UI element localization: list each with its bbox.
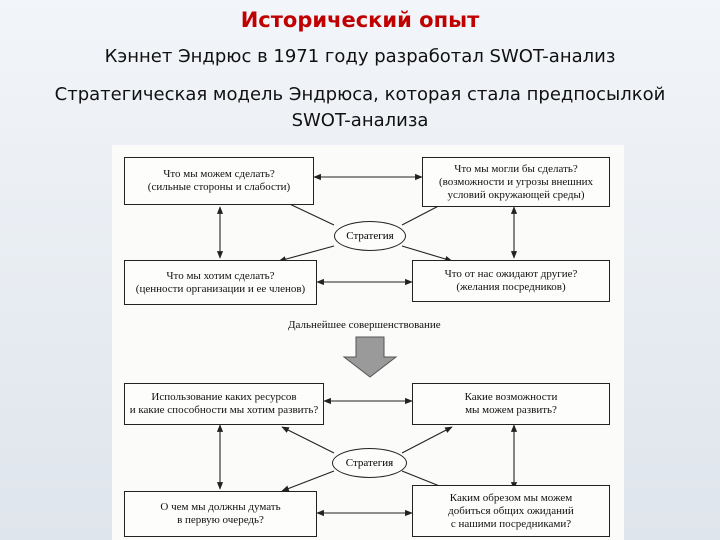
slide-title: Исторический опыт — [240, 8, 480, 32]
transition-label: Дальнейшее совершенствование — [288, 319, 441, 331]
box-opportunities-line-1: Что мы могли бы сделать? — [454, 162, 578, 175]
box-opportunities-line-2: (возможности и угрозы внешних — [438, 175, 594, 188]
arrow-strategy2-tr — [401, 426, 453, 454]
arrow-strategy-bl — [278, 245, 335, 263]
box-expectations-line-1: Что от нас ожидают другие? — [444, 268, 578, 280]
box-capabilities-line-2: (сильные стороны и слабости) — [147, 181, 291, 193]
box-values-line-1: Что мы хотим сделать? — [166, 269, 275, 282]
box-expectations-line-2: (желания посредников) — [456, 281, 566, 293]
box-resources-line-2: и какие способности мы хотим развить? — [129, 404, 319, 416]
strategy-ellipse-2: Стратегия — [332, 448, 407, 478]
box-capabilities-line-1: Что мы можем сделать? — [163, 168, 275, 180]
box-common-expectations-line-2: добиться общих ожиданий — [448, 504, 574, 517]
arrow-strategy-br — [401, 245, 453, 262]
slide-subtitle-2: Стратегическая модель Эндрюса, которая с… — [0, 82, 720, 134]
box-develop-opportunities: Какие возможности мы можем развить? — [412, 383, 610, 425]
subtitle-line-2: SWOT-анализа — [291, 110, 429, 131]
box-priorities-line-2: в первую очередь? — [177, 514, 264, 526]
strategy-label-2: Стратегия — [345, 457, 394, 469]
subtitle-line-1: Стратегическая модель Эндрюса, которая с… — [54, 84, 666, 105]
box-opportunities-line-3: условий окружающей среды) — [447, 188, 585, 201]
box-opportunities: Что мы могли бы сделать? (возможности и … — [422, 157, 610, 207]
box-develop-opportunities-line-2: мы можем развить? — [465, 404, 557, 416]
box-common-expectations-line-3: с нашими посредниками? — [450, 517, 572, 530]
strategy-ellipse: Стратегия — [334, 221, 406, 251]
arrow-strategy2-tl — [281, 426, 335, 454]
box-priorities: О чем мы должны думать в первую очередь? — [124, 491, 317, 537]
box-common-expectations-line-1: Каким обрезом мы можем — [449, 491, 573, 504]
box-priorities-line-1: О чем мы должны думать — [160, 501, 281, 513]
slide-subtitle: Кэннет Эндрюс в 1971 году разработал SWO… — [104, 46, 616, 67]
box-expectations: Что от нас ожидают другие? (желания поср… — [412, 260, 610, 302]
box-values-line-2: (ценности организации и ее членов) — [135, 282, 306, 295]
box-values: Что мы хотим сделать? (ценности организа… — [124, 260, 317, 305]
box-common-expectations: Каким обрезом мы можем добиться общих ож… — [412, 485, 610, 537]
connector-lines — [216, 173, 518, 517]
box-develop-opportunities-line-1: Какие возможности — [464, 391, 558, 403]
strategy-label: Стратегия — [346, 230, 394, 242]
transition-arrow — [342, 336, 398, 378]
andrews-model-figure: Что мы можем сделать? (сильные стороны и… — [112, 145, 624, 540]
box-resources-line-1: Использование каких ресурсов — [151, 391, 297, 403]
box-resources: Использование каких ресурсов и какие спо… — [124, 383, 324, 425]
arrow-strategy2-bl — [281, 470, 335, 492]
box-capabilities: Что мы можем сделать? (сильные стороны и… — [124, 157, 314, 205]
